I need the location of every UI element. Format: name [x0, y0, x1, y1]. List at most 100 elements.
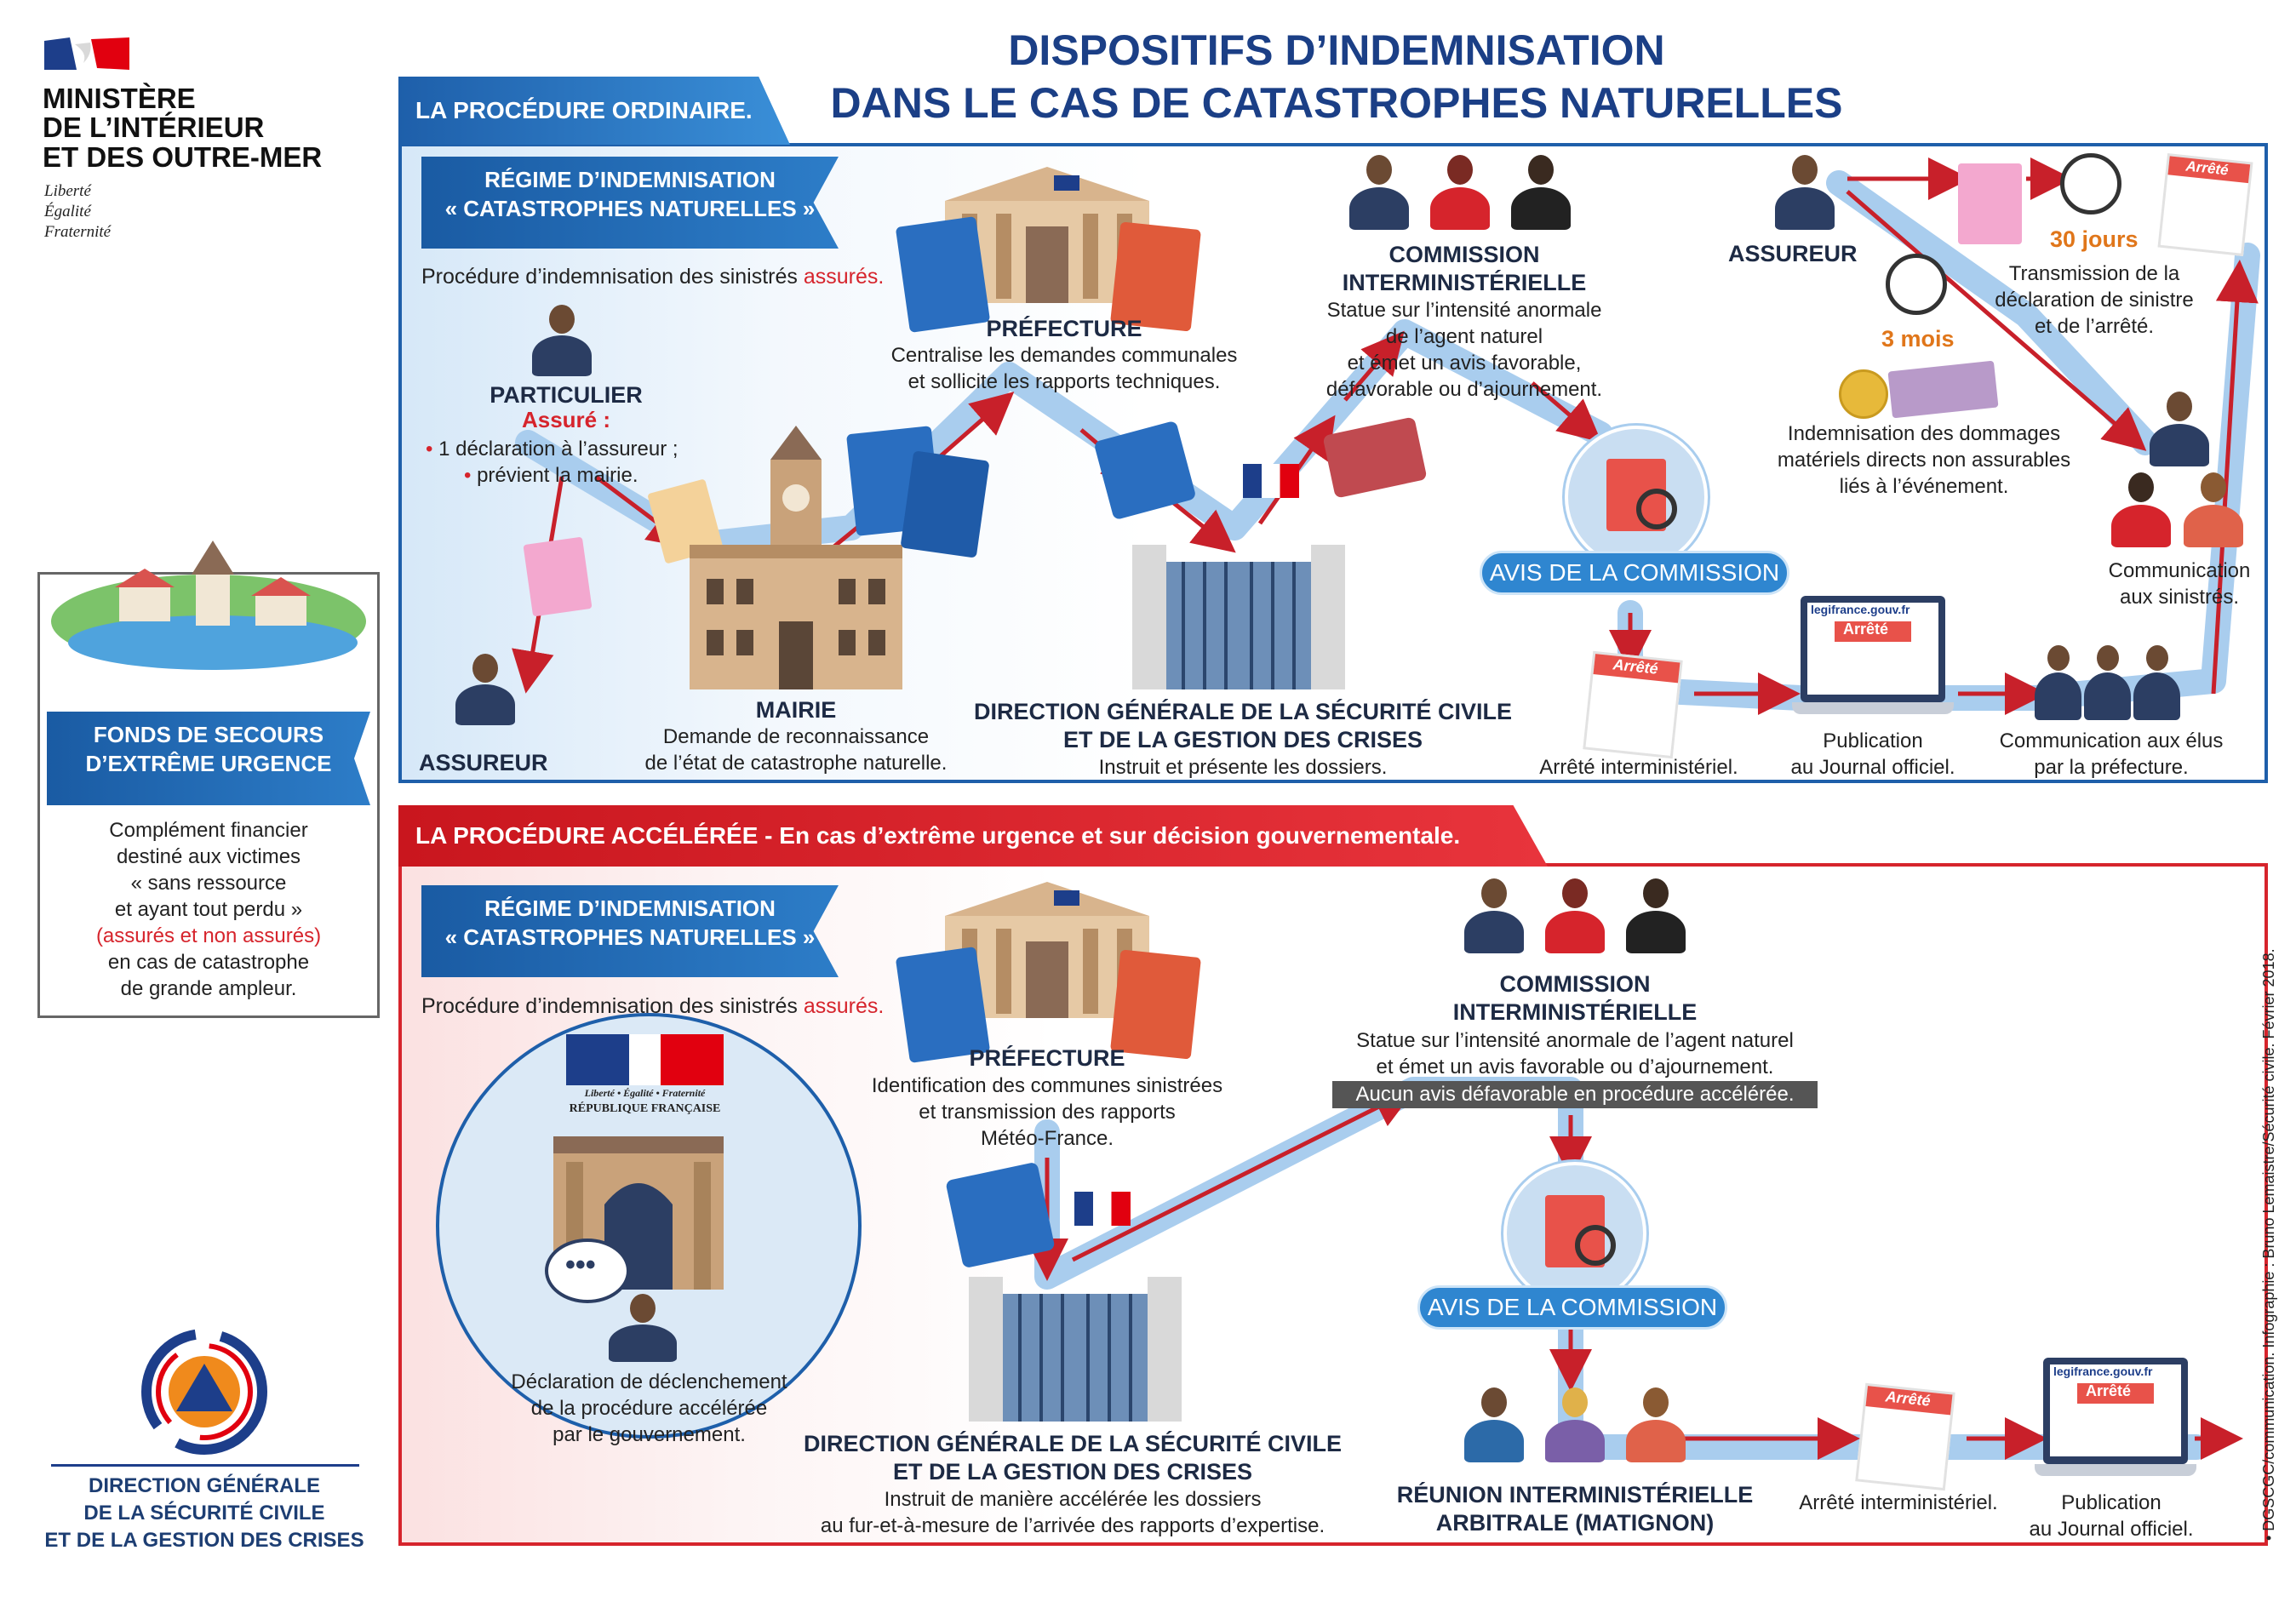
ordinary-tab-label: LA PROCÉDURE ORDINAIRE. — [415, 97, 753, 123]
sinistres-label-2: aux sinistrés. — [2119, 586, 2240, 609]
particulier-assure: Assuré : — [521, 407, 611, 432]
motto-egalite: Égalité — [44, 203, 91, 220]
motto-liberte: Liberté — [44, 182, 91, 200]
arrete-interministeriel-label: Arrêté interministériel. — [1539, 756, 1738, 779]
accel-dgscgc-title-2: ET DE LA GESTION DES CRISES — [892, 1459, 1253, 1485]
accel-arrete-document-icon: Arrêté — [1855, 1382, 1955, 1491]
matignon-portal-icon — [553, 1136, 724, 1290]
transmission-label-1: Transmission de la — [2008, 262, 2180, 285]
money-euro-icon — [1839, 358, 2001, 419]
indemnisation-label-3: liés à l’événement. — [1839, 475, 2009, 498]
ministry-name-1: MINISTÈRE — [43, 83, 196, 114]
rf-name: RÉPUBLIQUE FRANÇAISE — [569, 1102, 721, 1115]
fonds-desc-4: et ayant tout perdu » — [114, 898, 303, 921]
particulier-title: PARTICULIER — [490, 382, 643, 408]
accelerated-subtitle-assures: assurés. — [803, 994, 885, 1018]
indemnisation-label-2: matériels directs non assurables — [1777, 449, 2071, 472]
accel-dgscgc-desc-1: Instruit de manière accélérée les dossie… — [884, 1488, 1262, 1511]
ordinary-subtitle-text: Procédure d’indemnisation des sinistrés — [421, 265, 804, 289]
ministry-flag-logo — [44, 37, 129, 70]
accel-dgscgc-title-1: DIRECTION GÉNÉRALE DE LA SÉCURITÉ CIVILE — [803, 1431, 1343, 1456]
commission-title-1: COMMISSION — [1388, 242, 1540, 267]
credit-vertical: • DGSCGC/communication. Infographie : Br… — [2260, 948, 2277, 1558]
credit-text: • DGSCGC/communication. Infographie : Br… — [2260, 948, 2277, 1541]
sinistres-woman-icon — [2111, 472, 2171, 549]
fonds-banner: FONDS DE SECOURS D’EXTRÊME URGENCE — [47, 712, 370, 805]
clock-30-icon — [2060, 153, 2121, 215]
accel-commission-title-2: INTERMINISTÉRIELLE — [1452, 999, 1698, 1025]
ordinary-avis-badge: AVIS DE LA COMMISSION — [1480, 551, 1789, 595]
declaration-label-2: de la procédure accélérée — [530, 1397, 768, 1420]
sinistres-man-icon — [2150, 392, 2209, 468]
fonds-banner-line1: FONDS DE SECOURS — [93, 722, 324, 747]
flooded-village-icon — [51, 528, 366, 672]
elus-label-2: par la préfecture. — [2034, 756, 2189, 779]
fonds-desc-6: en cas de catastrophe — [107, 951, 310, 974]
legifrance-laptop-icon: legifrance.gouv.fr Arrêté — [1792, 596, 1954, 719]
elus-people-icon — [2035, 645, 2180, 722]
assureur-right-person-icon — [1775, 155, 1835, 232]
accelerated-tab: LA PROCÉDURE ACCÉLÉRÉE - En cas d’extrêm… — [398, 805, 1548, 867]
dgscgc-title-2: ET DE LA GESTION DES CRISES — [1062, 727, 1423, 752]
reunion-title-1: RÉUNION INTERMINISTÉRIELLE — [1396, 1482, 1754, 1507]
accel-commission-note-box — [1332, 1081, 1818, 1108]
sinistres-label-1: Communication — [2108, 559, 2251, 582]
accelerated-regime-line1: RÉGIME D’INDEMNISATION — [484, 895, 776, 921]
accel-commission-note: Aucun avis défavorable en procédure accé… — [1355, 1083, 1795, 1106]
accel-arrete-label: Arrêté interministériel. — [1799, 1491, 1998, 1514]
legifrance-url: legifrance.gouv.fr — [1811, 603, 1910, 616]
trois-mois-label: 3 mois — [1881, 326, 1955, 352]
particulier-person-icon — [532, 305, 592, 377]
accel-publication-label-2: au Journal officiel. — [2029, 1518, 2194, 1541]
ordinary-regime-banner: RÉGIME D’INDEMNISATION « CATASTROPHES NA… — [421, 157, 839, 249]
ministry-name-2: DE L’INTÉRIEUR — [43, 112, 265, 143]
prefecture-desc-2: et sollicite les rapports techniques. — [908, 370, 1221, 393]
speech-bubble-icon: ••• — [545, 1239, 630, 1303]
accelerated-regime-banner: RÉGIME D’INDEMNISATION « CATASTROPHES NA… — [421, 885, 839, 977]
transmission-label-2: déclaration de sinistre — [1995, 289, 2194, 312]
ordinary-subtitle: Procédure d’indemnisation des sinistrés … — [421, 264, 884, 290]
accel-dossier-folder-icon — [945, 1161, 1056, 1269]
ordinary-subtitle-assures: assurés. — [803, 265, 885, 289]
accel-prefecture-red-form-icon — [1109, 949, 1202, 1060]
footer-dg-line3: ET DE LA GESTION DES CRISES — [44, 1529, 364, 1552]
prefecture-title: PRÉFECTURE — [986, 316, 1142, 341]
speech-dots-icon: ••• — [565, 1249, 596, 1281]
ordinary-tab: LA PROCÉDURE ORDINAIRE. — [398, 77, 790, 145]
main-title-line2: DANS LE CAS DE CATASTROPHES NATURELLES — [830, 79, 1843, 127]
accel-french-flag-icon — [1074, 1192, 1131, 1226]
commission-desc-3: et émet un avis favorable, — [1347, 352, 1582, 375]
publication-label-1: Publication — [1823, 729, 1923, 752]
particulier-bullet-1-text: 1 déclaration à l’assureur ; — [438, 438, 678, 461]
assureur-left-person-icon — [455, 654, 515, 726]
accel-avis-magnifier-icon — [1503, 1162, 1646, 1305]
mairie-building-icon — [690, 426, 902, 689]
ordinary-regime-line2: « CATASTROPHES NATURELLES » — [444, 196, 816, 221]
accel-avis-badge: AVIS DE LA COMMISSION — [1417, 1285, 1727, 1330]
sinistres-woman2-icon — [2184, 472, 2243, 549]
accel-prefecture-desc-2: et transmission des rapports — [919, 1101, 1176, 1124]
fonds-banner-line2: D’EXTRÊME URGENCE — [85, 751, 332, 776]
securite-civile-logo — [140, 1328, 268, 1456]
transmission-label-3: et de l’arrêté. — [2034, 315, 2155, 338]
declaration-label-3: par le gouvernement. — [553, 1423, 746, 1446]
ministry-name-3: ET DES OUTRE-MER — [43, 141, 323, 173]
declaration-pink-doc-icon — [1958, 163, 2022, 244]
accel-commission-title-1: COMMISSION — [1499, 971, 1651, 997]
reunion-title-2: ARBITRALE (MATIGNON) — [1435, 1510, 1715, 1536]
footer-dg-line1: DIRECTION GÉNÉRALE — [88, 1474, 320, 1497]
accel-publication-label-1: Publication — [2061, 1491, 2161, 1514]
main-title-line1: DISPOSITIFS D’INDEMNISATION — [1008, 26, 1665, 74]
mairie-desc-1: Demande de reconnaissance — [662, 725, 930, 748]
reunion-people-icon — [1464, 1387, 1686, 1464]
particulier-bullet-2-text: prévient la mairie. — [477, 464, 638, 487]
declaration-label-1: Déclaration de déclenchement — [511, 1370, 787, 1393]
particulier-bullet-2: • prévient la mairie. — [464, 462, 638, 489]
trente-jours-label: 30 jours — [2050, 226, 2139, 252]
particulier-bullet-1: • 1 déclaration à l’assureur ; — [426, 436, 678, 462]
accel-legifrance-url: legifrance.gouv.fr — [2053, 1364, 2153, 1378]
accel-commission-desc-1: Statue sur l’intensité anormale de l’age… — [1356, 1029, 1794, 1052]
accel-prefecture-desc-1: Identification des communes sinistrées — [871, 1074, 1223, 1097]
fonds-desc-2: destiné aux victimes — [116, 845, 301, 868]
footer-divider — [51, 1464, 359, 1467]
